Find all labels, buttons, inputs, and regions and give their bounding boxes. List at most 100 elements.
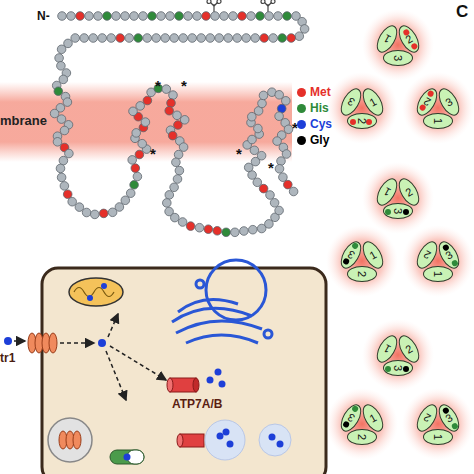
residue-bead: [125, 34, 134, 43]
residue-dot: [385, 209, 391, 215]
residue-bead: [135, 150, 144, 159]
residue-bead: [284, 180, 293, 189]
residue-bead: [169, 91, 178, 100]
legend-text: Gly: [310, 134, 329, 146]
legend-row: Gly: [297, 134, 329, 146]
subunit-number: 1: [368, 95, 379, 108]
subunit-ellipse: 2: [347, 266, 377, 282]
residue-bead: [170, 34, 179, 43]
residue-bead: [202, 12, 211, 21]
legend-swatch: [297, 120, 306, 129]
residue-bead: [282, 150, 291, 159]
residue-bead: [161, 34, 170, 43]
residue-bead: [116, 34, 125, 43]
glycan-symbol: [207, 0, 275, 12]
subunit-number: 3: [444, 248, 455, 261]
residue-bead: [242, 34, 251, 43]
residue-bead: [59, 156, 68, 165]
residue-bead: [75, 203, 84, 212]
subunit-ellipse: 3: [383, 50, 413, 66]
residue-bead: [134, 34, 143, 43]
subunit-ellipse: 2: [347, 429, 377, 445]
residue-bead: [167, 99, 176, 108]
residue-bead: [60, 182, 69, 191]
residue-bead: [211, 12, 220, 21]
residue-bead: [269, 34, 278, 43]
residue-bead: [257, 151, 266, 160]
residue-bead: [168, 131, 177, 140]
residue-bead: [99, 209, 108, 218]
residue-bead: [266, 191, 275, 200]
asterisk-mark: *: [236, 146, 242, 161]
residue-bead: [91, 210, 100, 219]
residue-bead: [148, 12, 157, 21]
residue-bead: [253, 178, 262, 187]
residue-bead: [188, 34, 197, 43]
residue-bead: [186, 222, 195, 231]
panel-letter: C: [456, 3, 468, 20]
residue-bead: [224, 34, 233, 43]
residue-dot: [403, 366, 409, 372]
residue-bead: [63, 98, 72, 107]
residue-bead: [56, 164, 65, 173]
asterisk-mark: *: [181, 78, 187, 93]
subunit-number: 2: [357, 271, 368, 277]
atp7-pump: [167, 369, 226, 393]
residue-bead: [136, 102, 145, 111]
residue-bead: [215, 34, 224, 43]
chaperone-complex: [110, 450, 144, 464]
residue-bead: [55, 54, 64, 63]
subunit-number: 3: [444, 411, 455, 424]
residue-bead: [57, 45, 66, 54]
residue-bead: [259, 91, 268, 100]
residue-bead: [143, 96, 152, 105]
residue-bead: [65, 149, 74, 158]
cell-outline: [42, 268, 326, 474]
residue-bead: [265, 12, 274, 21]
residue-bead: [231, 228, 240, 237]
residue-bead: [139, 12, 148, 21]
subunit-ellipse: 2: [347, 113, 377, 129]
residue-dot: [451, 259, 459, 267]
residue-bead: [80, 34, 89, 43]
residue-bead: [270, 199, 279, 208]
residue-bead: [141, 118, 150, 127]
residue-bead: [249, 225, 258, 234]
residue-bead: [250, 146, 259, 155]
residue-bead: [173, 111, 182, 120]
residue-bead: [289, 187, 298, 196]
residue-bead: [94, 12, 103, 21]
residue-bead: [277, 157, 286, 166]
legend-text: Met: [310, 86, 331, 98]
membrane-label: mbrane: [0, 114, 47, 127]
residue-bead: [128, 156, 137, 165]
residue-bead: [174, 150, 183, 159]
residue-bead: [179, 143, 188, 152]
subunit-number: 3: [345, 95, 356, 108]
legend-swatch: [297, 104, 306, 113]
subunit-number: 1: [433, 434, 444, 440]
legend-swatch: [297, 88, 306, 97]
subunit-ellipse: 1: [423, 266, 453, 282]
residue-bead: [98, 34, 107, 43]
residue-bead: [53, 138, 62, 147]
golgi: [172, 260, 272, 343]
residue-bead: [59, 75, 68, 84]
residue-bead: [54, 87, 63, 96]
residue-bead: [76, 12, 85, 21]
vesicle-pump: [177, 420, 291, 460]
residue-bead: [222, 228, 231, 237]
residue-bead: [265, 220, 274, 229]
legend-row: Cys: [297, 118, 332, 130]
residue-bead: [229, 12, 238, 21]
residue-bead: [138, 139, 147, 148]
residue-bead: [175, 166, 184, 175]
copper-ion: [98, 339, 106, 347]
residue-bead: [179, 34, 188, 43]
subunit-number: 1: [433, 271, 444, 277]
residue-bead: [89, 34, 98, 43]
residue-bead: [248, 135, 257, 144]
residue-bead: [275, 112, 284, 121]
residue-bead: [60, 126, 69, 135]
